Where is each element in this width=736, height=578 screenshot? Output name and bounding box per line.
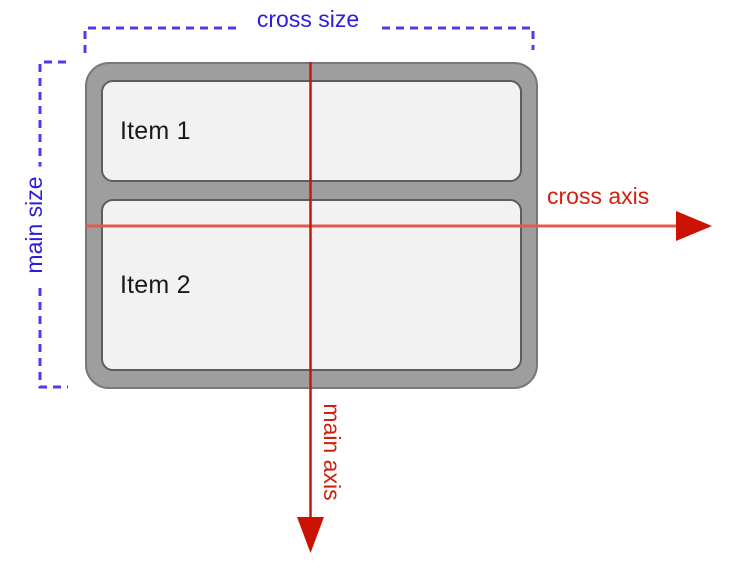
flex-item-2-label: Item 2 [120, 270, 191, 299]
cross-axis-arrowhead [676, 211, 712, 241]
flex-item-2: Item 2 [101, 199, 522, 371]
main-size-label: main size [21, 166, 49, 284]
cross-axis-label: cross axis [547, 183, 650, 209]
flex-container: Item 1 Item 2 [85, 62, 538, 389]
main-axis-arrowhead [297, 517, 324, 553]
flex-item-1: Item 1 [101, 80, 522, 182]
main-axis-label: main axis [318, 403, 345, 501]
flex-item-1-label: Item 1 [120, 116, 191, 145]
cross-size-label: cross size [240, 6, 376, 34]
